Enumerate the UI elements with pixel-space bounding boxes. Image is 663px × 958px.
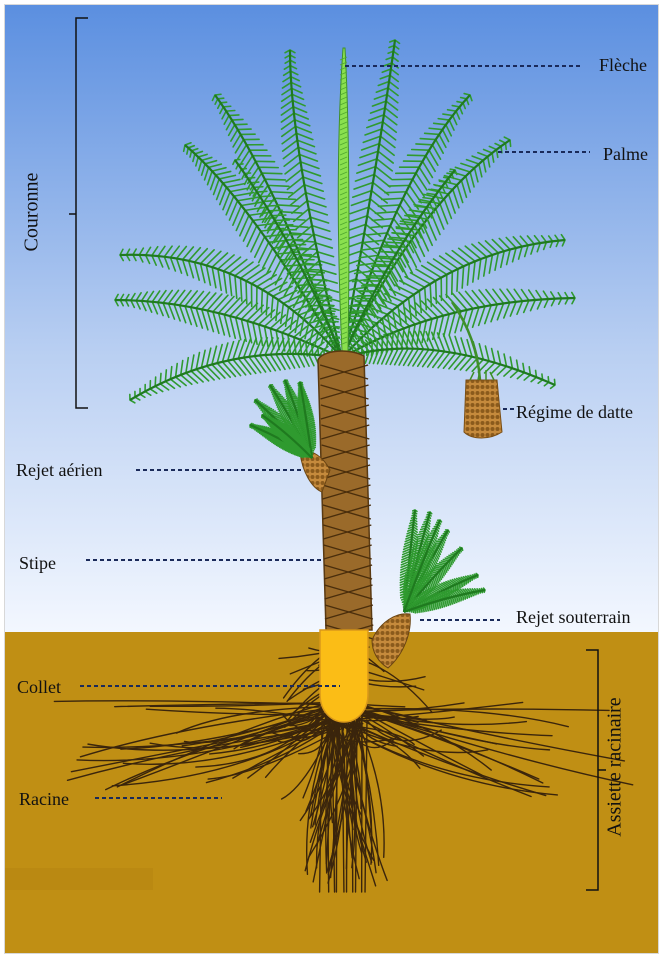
label-palme: Palme: [603, 145, 648, 163]
label-couronne: Couronne: [21, 173, 41, 252]
regime-bunch: [464, 380, 502, 438]
label-collet: Collet: [17, 678, 61, 696]
label-racine: Racine: [19, 790, 69, 808]
label-assiette-racinaire: Assiette racinaire: [605, 697, 625, 836]
collet: [320, 630, 368, 722]
soil-band: [5, 868, 153, 890]
label-stipe: Stipe: [19, 554, 56, 572]
label-rejet-aerien: Rejet aérien: [16, 461, 102, 479]
label-rejet-souterrain: Rejet souterrain: [516, 608, 630, 626]
label-regime: Régime de datte: [516, 403, 633, 421]
label-fleche: Flèche: [599, 56, 647, 74]
